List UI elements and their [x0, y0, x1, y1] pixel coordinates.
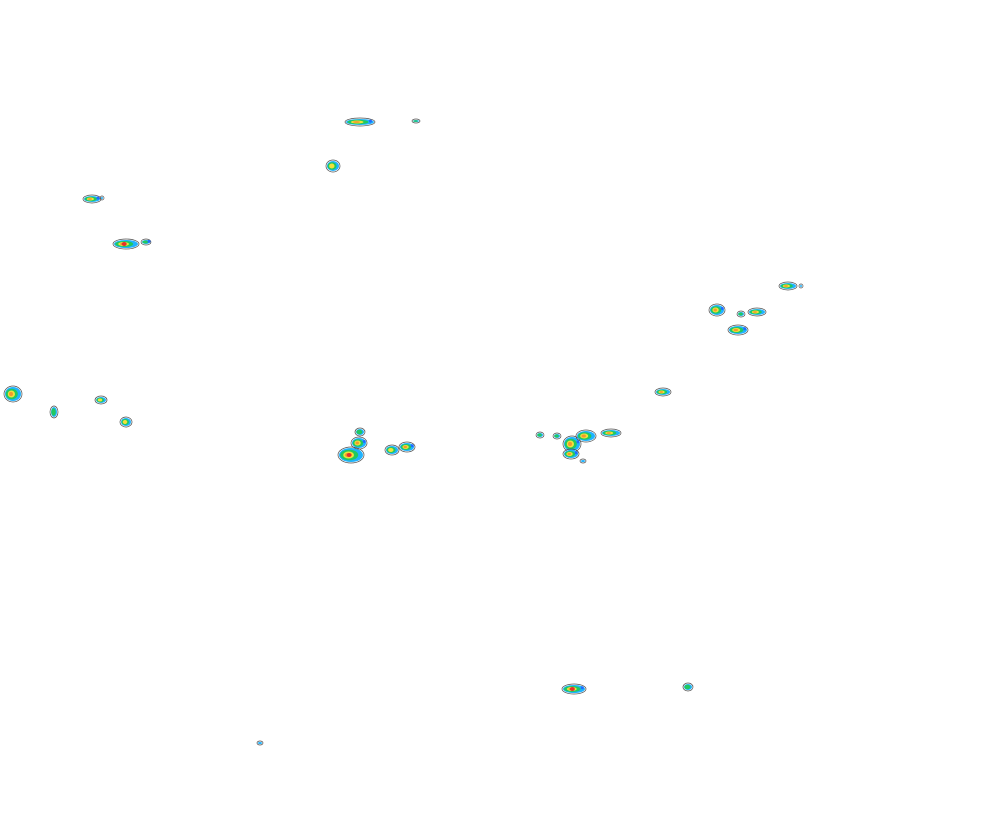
precipitation-cell	[256, 740, 264, 746]
precipitation-cell	[140, 238, 152, 246]
precipitation-cell	[3, 385, 23, 403]
precipitation-cell	[350, 436, 368, 450]
precipitation-cell	[575, 429, 597, 443]
precipitation-cell	[82, 194, 102, 204]
precipitation-cell	[325, 159, 341, 173]
precipitation-cell	[778, 281, 798, 291]
precipitation-cell	[354, 427, 366, 437]
precipitation-cell	[119, 416, 133, 428]
precipitation-cell	[579, 458, 587, 464]
precipitation-cell	[384, 444, 400, 456]
precipitation-cell	[112, 238, 140, 250]
precipitation-cell	[747, 307, 767, 317]
precipitation-cell	[562, 448, 580, 460]
precipitation-cell	[562, 435, 582, 453]
precipitation-cell	[552, 432, 562, 440]
precipitation-cell	[682, 682, 694, 692]
precipitation-cell	[727, 324, 749, 336]
precipitation-cell	[398, 441, 416, 453]
precipitation-cell	[654, 387, 672, 397]
precipitation-cell	[798, 283, 804, 289]
precipitation-cell	[344, 117, 376, 127]
precipitation-cell	[600, 428, 622, 438]
precipitation-cell	[535, 431, 545, 439]
precipitation-cell	[99, 195, 105, 201]
precipitation-cell	[49, 405, 59, 419]
precipitation-cell	[736, 310, 746, 318]
precipitation-cell	[708, 303, 726, 317]
precipitation-cell	[561, 683, 587, 695]
precipitation-cell	[337, 446, 365, 464]
precipitation-cell	[94, 395, 108, 405]
precipitation-cell	[411, 118, 421, 124]
